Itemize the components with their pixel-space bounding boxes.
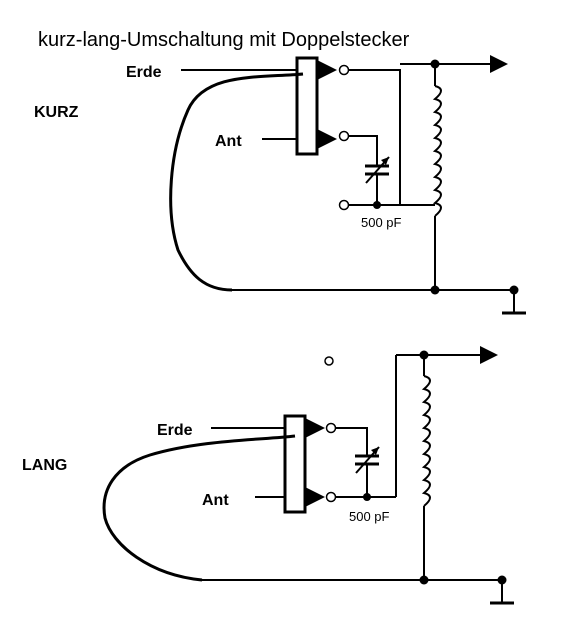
lang-cap-label: 500 pF — [349, 509, 390, 524]
kurz-circuit: KURZ Erde Ant 500 pF — [34, 55, 526, 315]
lang-coil — [421, 375, 431, 507]
kurz-ant-label: Ant — [215, 133, 242, 150]
kurz-plug-pin-lower — [317, 129, 337, 149]
lang-ant-label: Ant — [202, 492, 229, 509]
lang-plug-pin-lower — [305, 487, 325, 507]
lang-circuit: LANG Erde Ant 500 pF — [22, 346, 514, 605]
kurz-erde-label: Erde — [126, 64, 162, 81]
lang-cap-node — [363, 493, 371, 501]
kurz-socket-upper — [338, 64, 350, 76]
lang-erde-label: Erde — [157, 422, 193, 439]
kurz-socket-lower — [338, 199, 350, 211]
kurz-plug-pin-upper — [317, 60, 337, 80]
lang-ground-node-1 — [419, 575, 429, 585]
lang-cap-top-wire — [335, 427, 368, 455]
kurz-upper-socket-wire — [348, 69, 401, 205]
kurz-ground-node-1 — [430, 285, 440, 295]
lang-jumper-cable — [102, 434, 296, 582]
lang-socket-lower — [325, 491, 337, 503]
diagram-title: kurz-lang-Umschaltung mit Doppelstecker — [38, 29, 410, 51]
kurz-socket-middle — [338, 130, 350, 142]
lang-mode-label: LANG — [22, 457, 67, 474]
kurz-cap-node — [373, 201, 381, 209]
lang-socket-upper — [325, 422, 337, 434]
kurz-output-arrow — [490, 55, 508, 73]
kurz-cap-label: 500 pF — [361, 215, 402, 230]
kurz-cap-top-wire — [348, 135, 378, 165]
lang-output-arrow — [480, 346, 498, 364]
kurz-mode-label: KURZ — [34, 104, 79, 121]
lang-stray-circle — [324, 356, 334, 366]
kurz-double-plug — [295, 56, 319, 156]
kurz-jumper-cable — [169, 72, 304, 292]
lang-double-plug — [283, 414, 307, 514]
lang-cap-arrowhead — [371, 447, 379, 455]
lang-plug-pin-upper — [305, 418, 325, 438]
kurz-cap-arrowhead — [381, 157, 389, 165]
kurz-coil — [432, 85, 442, 217]
